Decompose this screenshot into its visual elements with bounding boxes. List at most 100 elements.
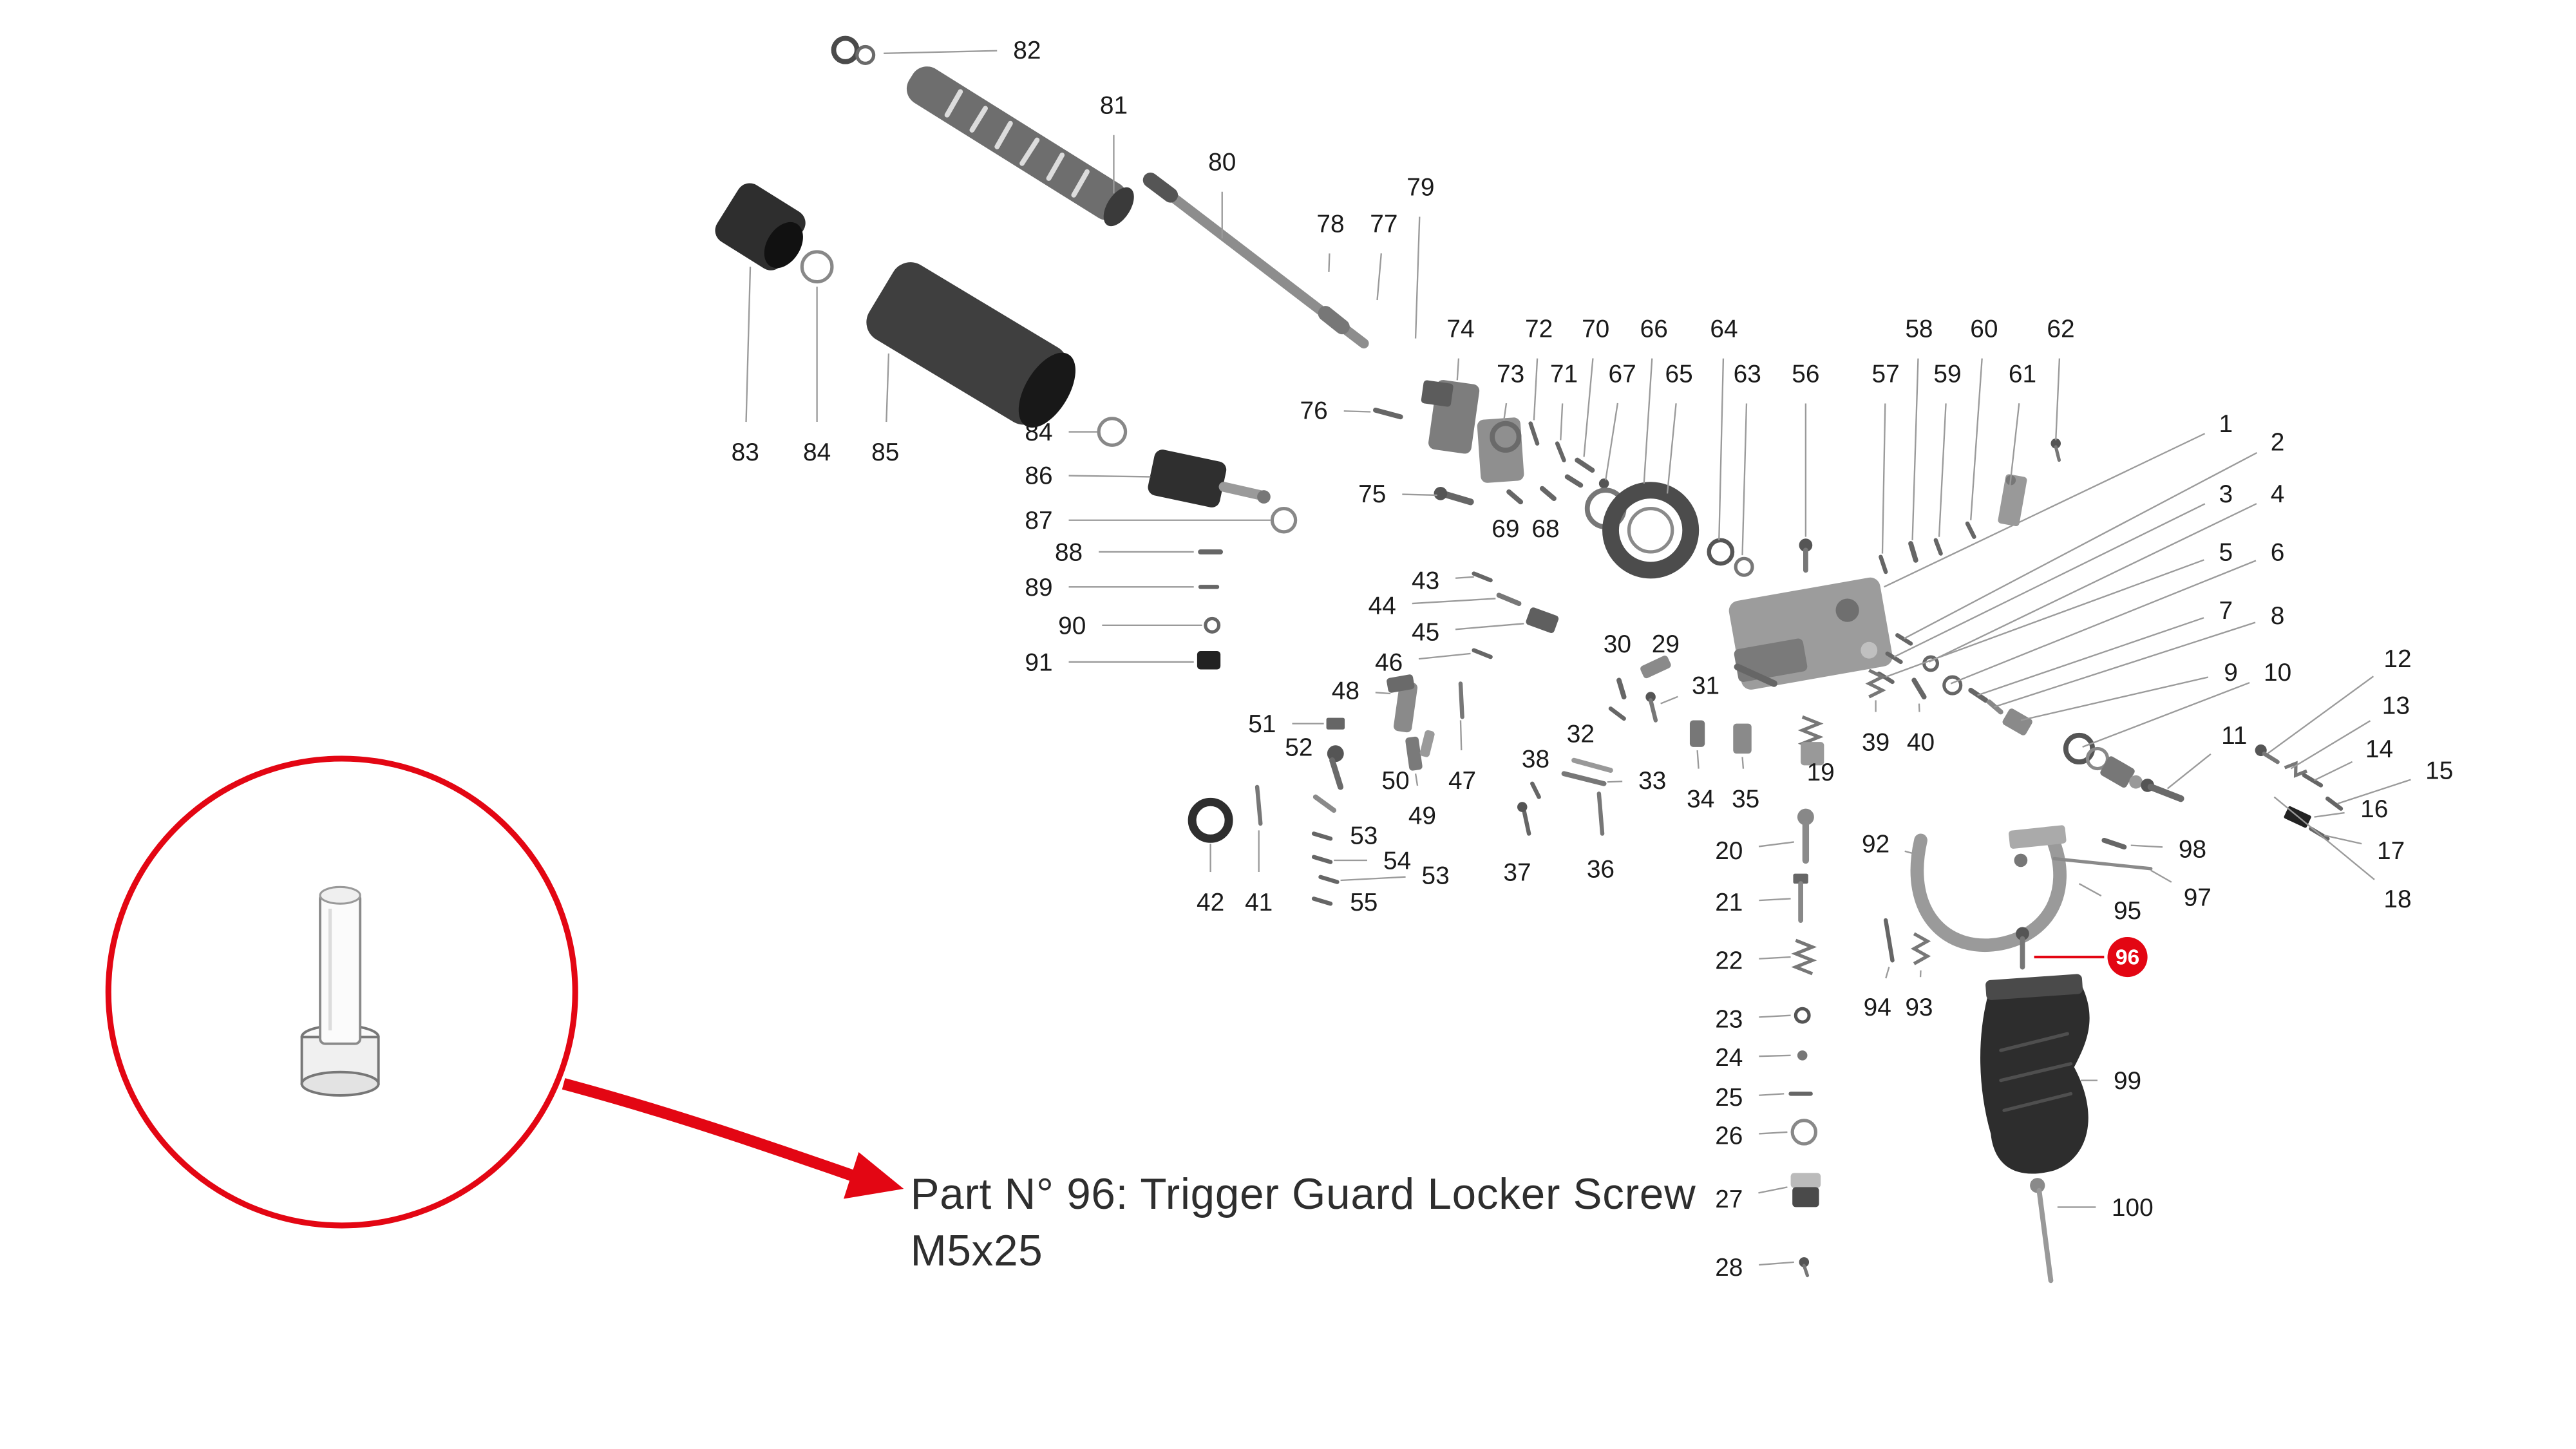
part-leader-line xyxy=(2267,676,2374,755)
part-leader-line xyxy=(1759,956,1791,960)
part-number-label: 32 xyxy=(1567,721,1595,748)
part-shape xyxy=(1496,592,1522,607)
part-number-label: 80 xyxy=(1208,149,1236,176)
part-shape xyxy=(1472,571,1493,583)
part-leader-line xyxy=(2337,779,2411,805)
part-shape xyxy=(1421,380,1454,407)
part-shape xyxy=(1861,641,1878,659)
part-number-label: 79 xyxy=(1406,173,1434,201)
part-shape xyxy=(764,222,803,269)
part-shape xyxy=(1506,489,1524,505)
part-leader-line xyxy=(1759,1261,1794,1266)
part-number-label: 85 xyxy=(871,439,899,466)
part-leader-line xyxy=(1340,876,1406,882)
part-caption-line1: Part N° 96: Trigger Guard Locker Screw xyxy=(910,1168,1696,1219)
part-shape xyxy=(1799,1257,1810,1267)
part-number-label: 25 xyxy=(1715,1084,1743,1112)
part-number-label: 2 xyxy=(2271,429,2285,457)
part-number-label: 51 xyxy=(1248,710,1276,738)
part-96-highlight: 96 xyxy=(2034,937,2148,978)
part-number-label: 61 xyxy=(2009,360,2036,388)
part-shape xyxy=(1790,1173,1821,1188)
part-leader-line xyxy=(1455,623,1524,630)
part-number-label: 100 xyxy=(2112,1194,2154,1222)
part-number-label: 82 xyxy=(1013,37,1041,64)
part-shape xyxy=(944,89,963,118)
part-number-label: 74 xyxy=(1446,315,1474,343)
part-number-label: 47 xyxy=(1448,767,1476,795)
part-number-label: 40 xyxy=(1907,729,1935,757)
part-shape xyxy=(2302,773,2324,788)
part-leader-line xyxy=(2166,753,2211,790)
part-shape xyxy=(1608,706,1626,721)
callout-arrow-shaft xyxy=(562,1078,859,1183)
part-number-label: 49 xyxy=(1408,802,1436,829)
part-leader-line xyxy=(1375,692,1391,695)
part-leader-line xyxy=(1950,560,2257,685)
part-shape xyxy=(1965,521,1976,539)
part-shape xyxy=(1071,169,1090,198)
part-shape xyxy=(1522,808,1531,836)
part-number-label: 16 xyxy=(2360,795,2388,823)
part-number-label: 11 xyxy=(2221,722,2247,750)
part-leader-line xyxy=(1758,1186,1788,1194)
part-shape xyxy=(2052,857,2153,871)
part-caption: Part N° 96: Trigger Guard Locker Screw M… xyxy=(911,1166,1811,1279)
part-number-label: 22 xyxy=(1715,947,1743,975)
part-number-label: 29 xyxy=(1652,630,1680,658)
part-shape xyxy=(1046,152,1065,181)
part-shape xyxy=(1910,833,2067,952)
part-shape xyxy=(1791,938,1817,976)
part-number-label: 69 xyxy=(1492,515,1519,543)
part-number-label: 18 xyxy=(2383,886,2411,913)
parts-layer xyxy=(715,35,2344,1283)
part-shape xyxy=(1188,797,1233,843)
part-number-label: 9 xyxy=(2224,659,2238,687)
part-leader-line xyxy=(1533,358,1539,421)
part-number-label: 99 xyxy=(2114,1067,2141,1095)
part-number-label: 39 xyxy=(1862,729,1889,757)
part-number-label: 48 xyxy=(1332,677,1359,705)
part-shape xyxy=(2009,825,2067,849)
part-shape xyxy=(1373,408,1403,420)
part-shape xyxy=(1998,474,2027,527)
part-shape xyxy=(2002,1092,2073,1112)
part-number-label: 27 xyxy=(1715,1186,1743,1213)
part-number-label: 84 xyxy=(1025,419,1052,446)
part-leader-line xyxy=(1918,703,1920,712)
part-shape xyxy=(1142,172,1179,203)
part-shape xyxy=(1689,720,1705,747)
part-leader-line xyxy=(1885,967,1890,979)
part-shape xyxy=(2147,783,2184,802)
part-number-label: 97 xyxy=(2184,884,2211,911)
part-number-label: 98 xyxy=(2179,835,2206,863)
part-number-label: 53 xyxy=(1422,862,1450,890)
part-shape xyxy=(1985,974,2083,1000)
part-shape xyxy=(1255,784,1263,826)
part-number-label: 71 xyxy=(1550,360,1578,388)
part-number-label: 76 xyxy=(1300,397,1328,424)
part-shape xyxy=(1394,681,1418,733)
part-number-label: 75 xyxy=(1358,480,1386,508)
part-number-label: 44 xyxy=(1368,592,1396,620)
part-shape xyxy=(2101,837,2127,850)
part-number-label: 4 xyxy=(2271,480,2285,508)
part-number-label: 42 xyxy=(1197,889,1224,916)
part-leader-line xyxy=(1881,403,1886,554)
part-leader-line xyxy=(2055,358,2061,440)
part-shape xyxy=(1387,674,1415,693)
part-shape xyxy=(1799,538,1813,552)
part-number-label: 64 xyxy=(1710,315,1738,343)
part-shape xyxy=(1517,802,1528,812)
part-shape xyxy=(1257,490,1271,504)
part-number-label: 59 xyxy=(1933,360,1961,388)
part-shape xyxy=(906,66,1128,221)
part-shape xyxy=(2054,445,2061,462)
part-shape xyxy=(1910,932,1931,965)
part-shape xyxy=(1555,441,1566,462)
part-number-label: 38 xyxy=(1522,745,1549,773)
part-number-label: 72 xyxy=(1525,315,1553,343)
part-leader-line xyxy=(1343,410,1371,413)
